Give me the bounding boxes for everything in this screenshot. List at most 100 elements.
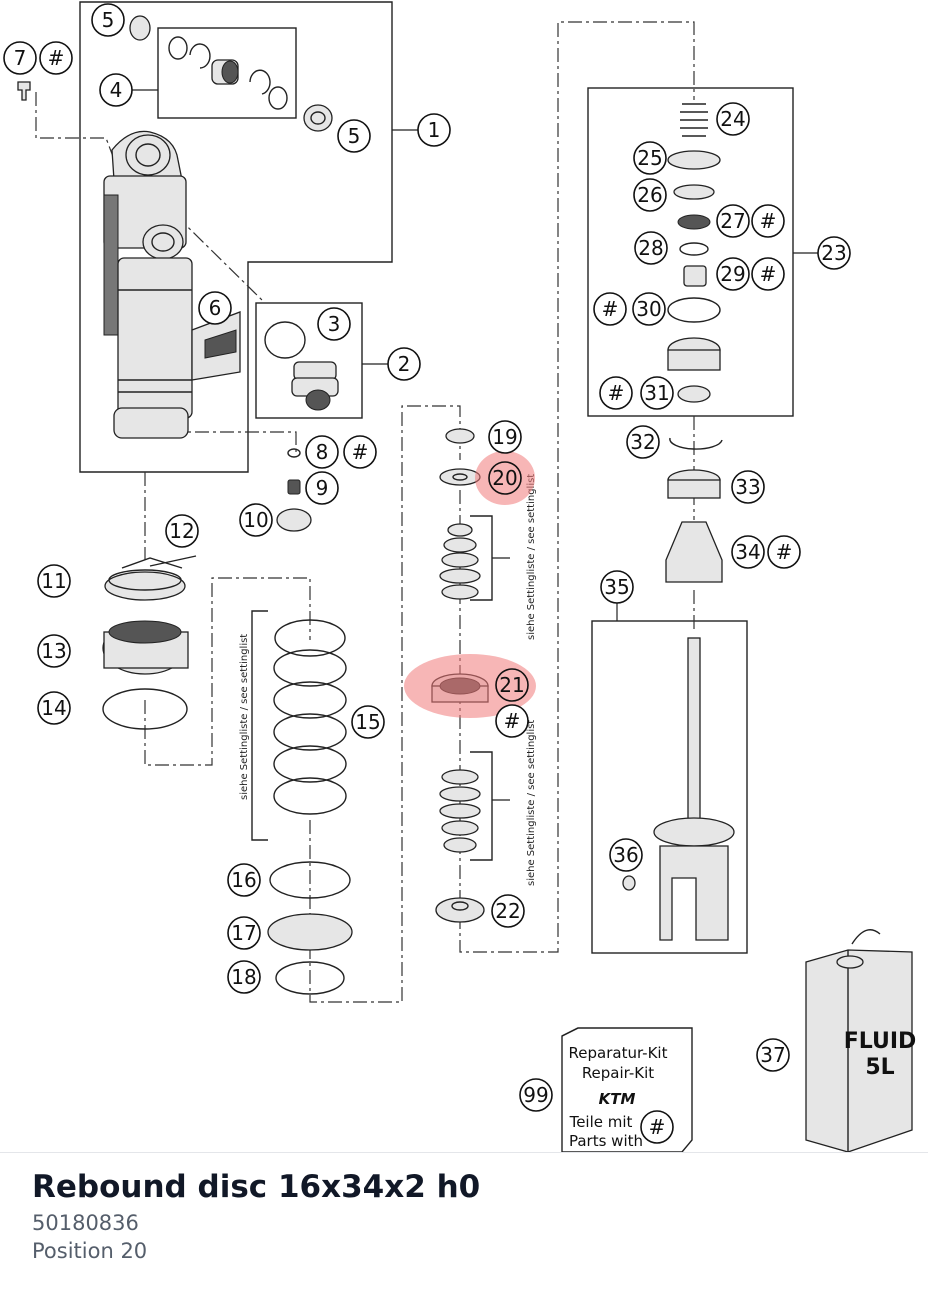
callout-label: 99 bbox=[523, 1083, 548, 1107]
callout-label: 37 bbox=[760, 1043, 785, 1067]
fluid-can-drawing: FLUID 5L bbox=[805, 929, 917, 1152]
o-ring-drawing bbox=[264, 321, 306, 359]
callout-29[interactable]: 29 bbox=[716, 257, 750, 291]
callout-10[interactable]: 10 bbox=[239, 503, 273, 537]
cap-drawing bbox=[276, 508, 312, 532]
highlight-position-20 bbox=[475, 451, 535, 505]
callout-16[interactable]: 16 bbox=[227, 863, 261, 897]
valve-drawing bbox=[291, 361, 339, 411]
callout-28[interactable]: 28 bbox=[634, 231, 668, 265]
setting-note-rebound: siehe Settingliste / see settinglist bbox=[526, 720, 537, 886]
svg-text:#: # bbox=[504, 709, 521, 733]
hash-marker: # bbox=[640, 1110, 674, 1144]
hash-marker: # bbox=[599, 376, 633, 410]
callout-label: 21 bbox=[499, 673, 524, 697]
callout-label: 26 bbox=[637, 183, 662, 207]
callout-33[interactable]: 33 bbox=[731, 470, 765, 504]
kit-line-4: Parts with bbox=[569, 1132, 643, 1150]
hash-layer: ######### bbox=[39, 41, 801, 1144]
callout-label: 35 bbox=[604, 575, 629, 599]
callout-label: 33 bbox=[735, 475, 760, 499]
svg-text:#: # bbox=[352, 440, 369, 464]
svg-text:#: # bbox=[649, 1115, 666, 1139]
circlip-drawing bbox=[275, 961, 345, 995]
callout-30[interactable]: 30 bbox=[632, 292, 666, 326]
callout-5[interactable]: 5 bbox=[91, 3, 125, 37]
setting-note-spring: siehe Settingliste / see settinglist bbox=[239, 634, 250, 800]
bearing-plate-drawing bbox=[267, 913, 353, 951]
callout-label: 16 bbox=[231, 868, 256, 892]
repair-kit-box: Reparatur-Kit Repair-Kit KTM Teile mit P… bbox=[561, 1027, 693, 1152]
callout-24[interactable]: 24 bbox=[716, 102, 750, 136]
callout-36[interactable]: 36 bbox=[609, 838, 643, 872]
callout-label: 15 bbox=[355, 710, 380, 734]
part-number: 50180836 bbox=[32, 1211, 139, 1235]
callout-7[interactable]: 7 bbox=[3, 41, 37, 75]
hash-marker: # bbox=[767, 535, 801, 569]
callout-37[interactable]: 37 bbox=[756, 1038, 790, 1072]
callout-3[interactable]: 3 bbox=[317, 307, 351, 341]
callout-35[interactable]: 35 bbox=[600, 570, 634, 604]
svg-text:#: # bbox=[776, 540, 793, 564]
exploded-parts-diagram: FLUID 5L Reparatur-Kit Repair-Kit KTM Te… bbox=[3, 1, 917, 1152]
callout-label: 14 bbox=[41, 696, 66, 720]
callout-label: 30 bbox=[636, 297, 661, 321]
callout-1[interactable]: 1 bbox=[417, 113, 451, 147]
callout-label: 9 bbox=[316, 476, 329, 500]
callout-31[interactable]: 31 bbox=[640, 376, 674, 410]
callout-4[interactable]: 4 bbox=[99, 73, 133, 107]
callout-27[interactable]: 27 bbox=[716, 204, 750, 238]
callout-2[interactable]: 2 bbox=[387, 347, 421, 381]
callout-label: 6 bbox=[209, 296, 222, 320]
callout-label: 13 bbox=[41, 639, 66, 663]
callout-label: 34 bbox=[735, 540, 760, 564]
part-title: Rebound disc 16x34x2 h0 bbox=[32, 1169, 481, 1205]
highlight-position-21 bbox=[404, 654, 536, 718]
hash-marker: # bbox=[593, 292, 627, 326]
callout-26[interactable]: 26 bbox=[633, 178, 667, 212]
callout-12[interactable]: 12 bbox=[165, 514, 199, 548]
callout-15[interactable]: 15 bbox=[351, 705, 385, 739]
callout-17[interactable]: 17 bbox=[227, 916, 261, 950]
svg-text:#: # bbox=[48, 46, 65, 70]
callout-99[interactable]: 99 bbox=[519, 1078, 553, 1112]
callout-32[interactable]: 32 bbox=[626, 425, 660, 459]
svg-text:#: # bbox=[608, 381, 625, 405]
callout-label: 3 bbox=[328, 312, 341, 336]
callout-23[interactable]: 23 bbox=[817, 236, 851, 270]
callout-label: 12 bbox=[169, 519, 194, 543]
callout-label: 7 bbox=[14, 46, 27, 70]
callout-34[interactable]: 34 bbox=[731, 535, 765, 569]
kit-line-1: Reparatur-Kit bbox=[569, 1044, 668, 1062]
callout-label: 11 bbox=[41, 569, 66, 593]
kit-line-2: Repair-Kit bbox=[582, 1064, 654, 1082]
valve-core-drawing bbox=[287, 479, 301, 495]
bearing-parts-drawing bbox=[129, 15, 333, 132]
shock-body-drawing bbox=[103, 130, 241, 439]
callout-21[interactable]: 21 bbox=[495, 668, 529, 702]
bleed-screw-drawing bbox=[17, 81, 31, 101]
callout-label: 10 bbox=[243, 508, 268, 532]
callout-6[interactable]: 6 bbox=[198, 291, 232, 325]
part-shapes: FLUID 5L Reparatur-Kit Repair-Kit KTM Te… bbox=[17, 15, 917, 1152]
callout-25[interactable]: 25 bbox=[633, 141, 667, 175]
callout-label: 8 bbox=[316, 440, 329, 464]
callout-19[interactable]: 19 bbox=[488, 420, 522, 454]
callout-label: 5 bbox=[348, 124, 361, 148]
callout-13[interactable]: 13 bbox=[37, 634, 71, 668]
hash-marker: # bbox=[343, 435, 377, 469]
callout-label: 28 bbox=[638, 236, 663, 260]
callout-20[interactable]: 20 bbox=[488, 461, 522, 495]
callout-11[interactable]: 11 bbox=[37, 564, 71, 598]
part-position: Position 20 bbox=[32, 1239, 148, 1263]
callout-label: 25 bbox=[637, 146, 662, 170]
callout-9[interactable]: 9 bbox=[305, 471, 339, 505]
callout-22[interactable]: 22 bbox=[491, 894, 525, 928]
callout-5[interactable]: 5 bbox=[337, 119, 371, 153]
callout-8[interactable]: 8 bbox=[305, 435, 339, 469]
fluid-can-label-1: FLUID bbox=[844, 1029, 917, 1054]
callout-18[interactable]: 18 bbox=[227, 960, 261, 994]
setting-note-compression: siehe Settingliste / see settinglist bbox=[526, 474, 537, 640]
callout-14[interactable]: 14 bbox=[37, 691, 71, 725]
frame-lines bbox=[35, 1, 818, 1003]
